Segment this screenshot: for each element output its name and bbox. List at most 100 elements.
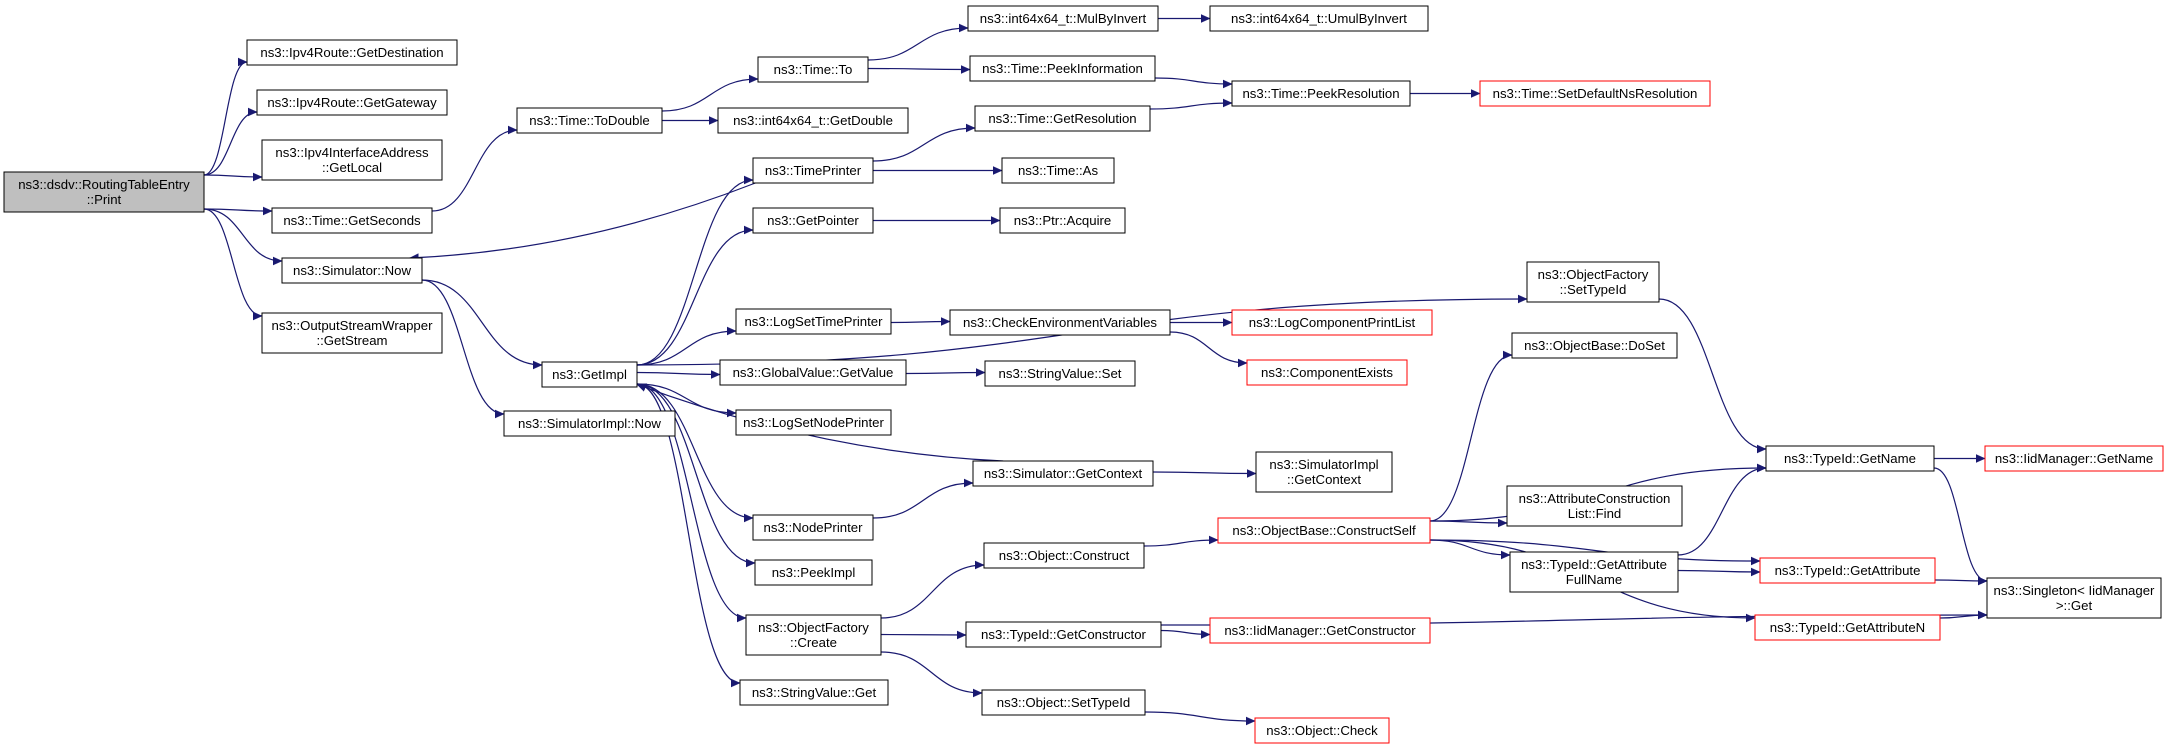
node-box	[516, 107, 663, 134]
node-iidGetConstructor[interactable]: ns3::IidManager::GetConstructor	[1209, 617, 1431, 644]
node-svGet[interactable]: ns3::StringValue::Get	[739, 679, 889, 706]
edge-simGetContext-to-simImplGetContext	[1152, 472, 1256, 474]
node-timePrinter[interactable]: ns3::TimePrinter	[752, 157, 874, 184]
node-box	[1509, 551, 1679, 593]
node-ofCreate[interactable]: ns3::ObjectFactory::Create	[745, 614, 882, 656]
edge-gvGetValue-to-svSet	[905, 373, 985, 374]
edge-simNow-to-getImpl	[421, 279, 542, 365]
node-box	[735, 308, 892, 335]
node-label: ns3::int64x64_t::GetDouble	[733, 113, 893, 128]
node-getSeconds[interactable]: ns3::Time::GetSeconds	[271, 207, 433, 234]
node-obDoSet[interactable]: ns3::ObjectBase::DoSet	[1511, 332, 1678, 359]
node-label: ns3::Time::GetResolution	[988, 111, 1136, 126]
edge-root-to-getLocal	[203, 175, 262, 177]
node-tidGetAttribute[interactable]: ns3::TypeId::GetAttribute	[1759, 557, 1936, 584]
node-label: ns3::dsdv::RoutingTableEntry	[18, 177, 190, 192]
node-tidGetConstructor[interactable]: ns3::TypeId::GetConstructor	[965, 621, 1162, 648]
node-singletonGet[interactable]: ns3::Singleton< IidManager>::Get	[1986, 577, 2162, 619]
node-box	[752, 207, 874, 234]
node-objSetTypeId[interactable]: ns3::Object::SetTypeId	[981, 689, 1146, 716]
node-timeAs[interactable]: ns3::Time::As	[1001, 157, 1115, 184]
node-ptrAcquire[interactable]: ns3::Ptr::Acquire	[999, 207, 1126, 234]
node-i64GetDouble[interactable]: ns3::int64x64_t::GetDouble	[717, 107, 909, 134]
node-box	[1765, 445, 1935, 472]
node-box	[1254, 717, 1390, 744]
node-box	[541, 361, 638, 388]
node-box	[246, 39, 458, 66]
node-peekResolution[interactable]: ns3::Time::PeekResolution	[1231, 80, 1411, 107]
node-toDouble[interactable]: ns3::Time::ToDouble	[516, 107, 663, 134]
node-label: ns3::Object::SetTypeId	[997, 695, 1130, 710]
node-checkEnv[interactable]: ns3::CheckEnvironmentVariables	[949, 309, 1171, 336]
node-getStream[interactable]: ns3::OutputStreamWrapper::GetStream	[261, 312, 443, 354]
node-setDefaultNsResolution[interactable]: ns3::Time::SetDefaultNsResolution	[1479, 80, 1711, 107]
node-label: ::GetStream	[316, 333, 387, 348]
node-getGateway[interactable]: ns3::Ipv4Route::GetGateway	[256, 89, 448, 116]
node-simImplNow[interactable]: ns3::SimulatorImpl::Now	[503, 410, 676, 437]
node-label: ns3::Singleton< IidManager	[1994, 583, 2156, 598]
node-timeTo[interactable]: ns3::Time::To	[757, 56, 869, 83]
node-iidGetName[interactable]: ns3::IidManager::GetName	[1984, 445, 2164, 472]
edge-obConstructSelf-to-tidGetAttribute	[1429, 539, 1760, 561]
edge-obConstructSelf-to-acListFind	[1429, 521, 1507, 523]
node-layer: ns3::dsdv::RoutingTableEntry::Printns3::…	[3, 5, 2164, 744]
node-label: >::Get	[2056, 598, 2093, 613]
edge-getImpl-to-logSetNodePrinter	[636, 383, 736, 413]
edge-getImpl-to-logSetTimePrinter	[636, 331, 736, 366]
node-box	[739, 679, 889, 706]
node-label: ::GetContext	[1287, 472, 1361, 487]
node-gvGetValue[interactable]: ns3::GlobalValue::GetValue	[719, 359, 907, 386]
node-label: ns3::SimulatorImpl	[1269, 457, 1378, 472]
node-peekImpl[interactable]: ns3::PeekImpl	[754, 559, 873, 586]
node-getLocal[interactable]: ns3::Ipv4InterfaceAddress::GetLocal	[261, 139, 443, 181]
node-box	[1255, 451, 1393, 493]
node-tidGetName[interactable]: ns3::TypeId::GetName	[1765, 445, 1935, 472]
edge-tidGetAttributeFullName-to-tidGetName	[1677, 468, 1766, 556]
node-svSet[interactable]: ns3::StringValue::Set	[984, 360, 1136, 387]
node-box	[1511, 332, 1678, 359]
node-root[interactable]: ns3::dsdv::RoutingTableEntry::Print	[3, 171, 205, 213]
edge-root-to-getGateway	[203, 112, 258, 176]
node-label: ns3::Simulator::Now	[293, 263, 411, 278]
node-obConstructSelf[interactable]: ns3::ObjectBase::ConstructSelf	[1217, 517, 1431, 544]
node-componentExists[interactable]: ns3::ComponentExists	[1246, 359, 1408, 386]
edge-ofSetTypeId-to-tidGetName	[1658, 298, 1766, 449]
node-getResolution[interactable]: ns3::Time::GetResolution	[974, 105, 1151, 132]
node-label: ns3::ComponentExists	[1261, 365, 1393, 380]
node-logSetTimePrinter[interactable]: ns3::LogSetTimePrinter	[735, 308, 892, 335]
node-peekInformation[interactable]: ns3::Time::PeekInformation	[969, 55, 1156, 82]
node-box	[965, 621, 1162, 648]
edge-getImpl-to-gvGetValue	[636, 373, 720, 375]
node-tidGetAttributeN[interactable]: ns3::TypeId::GetAttributeN	[1754, 614, 1941, 641]
node-getPointer[interactable]: ns3::GetPointer	[752, 207, 874, 234]
node-box	[281, 257, 423, 284]
node-label: ns3::StringValue::Get	[752, 685, 877, 700]
node-logSetNodePrinter[interactable]: ns3::LogSetNodePrinter	[735, 409, 892, 436]
node-label: ::Create	[790, 635, 837, 650]
edge-objConstruct-to-obConstructSelf	[1143, 540, 1218, 547]
node-ofSetTypeId[interactable]: ns3::ObjectFactory::SetTypeId	[1526, 261, 1660, 303]
node-label: ns3::GetPointer	[767, 213, 859, 228]
node-mulByInvert[interactable]: ns3::int64x64_t::MulByInvert	[967, 5, 1159, 32]
node-umulByInvert[interactable]: ns3::int64x64_t::UmulByInvert	[1209, 5, 1429, 32]
node-box	[1986, 577, 2162, 619]
node-label: ::GetLocal	[322, 160, 382, 175]
node-getDestination[interactable]: ns3::Ipv4Route::GetDestination	[246, 39, 458, 66]
node-label: ns3::PeekImpl	[772, 565, 856, 580]
edge-getResolution-to-peekResolution	[1149, 103, 1232, 110]
node-objConstruct[interactable]: ns3::Object::Construct	[983, 542, 1145, 569]
node-simImplGetContext[interactable]: ns3::SimulatorImpl::GetContext	[1255, 451, 1393, 493]
node-label: ns3::Object::Construct	[999, 548, 1130, 563]
node-objCheck[interactable]: ns3::Object::Check	[1254, 717, 1390, 744]
edge-timePrinter-to-simNow	[410, 182, 756, 258]
node-nodePrinter[interactable]: ns3::NodePrinter	[752, 514, 874, 541]
node-simNow[interactable]: ns3::Simulator::Now	[281, 257, 423, 284]
node-label: ns3::Simulator::GetContext	[984, 466, 1143, 481]
node-logComponentPrintList[interactable]: ns3::LogComponentPrintList	[1231, 309, 1433, 336]
node-getImpl[interactable]: ns3::GetImpl	[541, 361, 638, 388]
node-box	[745, 614, 882, 656]
node-box	[983, 542, 1145, 569]
node-simGetContext[interactable]: ns3::Simulator::GetContext	[972, 460, 1154, 487]
